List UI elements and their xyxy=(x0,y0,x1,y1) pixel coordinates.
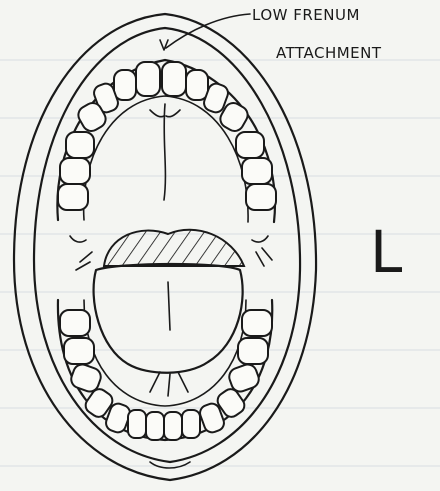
tongue xyxy=(94,230,244,396)
side-marker-label: L xyxy=(370,218,402,286)
upper-teeth xyxy=(58,62,276,210)
tongue-midline xyxy=(168,282,170,330)
lingual-frenum xyxy=(150,372,188,396)
upper-frenum xyxy=(160,40,168,50)
annotation-line-1: LOW FRENUM xyxy=(252,6,360,24)
upper-arch xyxy=(57,40,276,222)
annotation-line-2: ATTACHMENT xyxy=(276,44,382,62)
